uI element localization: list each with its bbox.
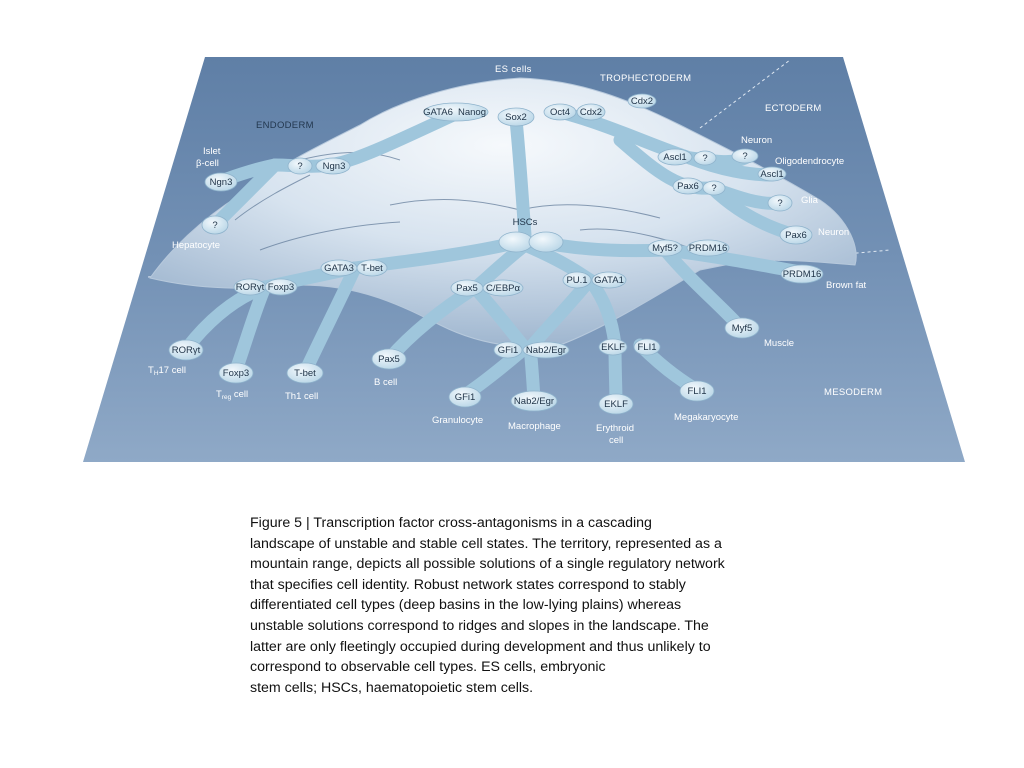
cell-treg-sub: reg [222, 394, 232, 401]
valley-channels [180, 105, 807, 409]
region-es-cells: ES cells [495, 64, 532, 75]
cell-th17: TH17 cell [148, 365, 186, 377]
factor-labels: GATA6 Nanog Sox2 Oct4 Cdx2 Cdx2 ? Ngn3 N… [172, 96, 822, 410]
factor-gata1: GATA1 [594, 275, 624, 286]
cell-treg-prefix: T [216, 389, 222, 400]
cell-th17-sub: H [154, 370, 159, 377]
factor-eklf-mid: EKLF [601, 342, 625, 353]
cell-treg: Treg cell [216, 389, 248, 401]
factor-nab2: Nab2/Egr [514, 396, 554, 407]
cell-megakaryocyte: Megakaryocyte [674, 412, 738, 423]
cell-muscle: Muscle [764, 338, 794, 349]
region-ectoderm: ECTODERM [765, 103, 822, 114]
factor-fli1: FLI1 [687, 386, 706, 397]
caption-line: latter are only fleetingly occupied duri… [250, 638, 711, 655]
factor-rorgt-top: RORγt [236, 282, 265, 293]
factor-nanog: Nanog [458, 107, 486, 118]
caption-line: mountain range, depicts all possible sol… [250, 556, 725, 573]
factor-ngn3-left: Ngn3 [210, 177, 233, 188]
factor-eklf: EKLF [604, 399, 628, 410]
cell-treg-suffix: cell [231, 389, 248, 400]
cell-b-cell: B cell [374, 377, 397, 388]
caption-line: unstable solutions correspond to ridges … [250, 617, 709, 634]
factor-pu1: PU.1 [566, 275, 587, 286]
cell-glia: Glia [801, 195, 819, 206]
cell-type-labels: Islet β-cell Hepatocyte Neuron Oligodend… [148, 135, 866, 446]
cell-erythroid-line2: cell [609, 435, 623, 446]
factor-myf5q: Myf5? [652, 243, 678, 254]
cell-granulocyte: Granulocyte [432, 415, 483, 426]
factor-myf5: Myf5 [732, 323, 753, 334]
cell-th17-suffix: 17 cell [159, 365, 186, 376]
cell-islet-line1: Islet [203, 146, 221, 157]
caption-line: that specifies cell identity. Robust net… [250, 576, 686, 593]
cell-th17-prefix: T [148, 365, 154, 376]
factor-gata3: GATA3 [324, 263, 354, 274]
factor-foxp3: Foxp3 [223, 368, 249, 379]
cell-neuron-top: Neuron [741, 135, 772, 146]
factor-pax6-mid: Pax6 [677, 181, 699, 192]
factor-q-ecto1: ? [702, 153, 707, 164]
cell-neuron: Neuron [818, 227, 849, 238]
factor-prdm16-right: PRDM16 [783, 269, 822, 280]
factor-tbet: T-bet [294, 368, 316, 379]
caption-line: stem cells; HSCs, haematopoietic stem ce… [250, 679, 534, 696]
factor-ascl1-right: Ascl1 [760, 169, 783, 180]
factor-cebpa: C/EBPα [486, 283, 521, 294]
caption-line: Figure 5 | Transcription factor cross-an… [250, 515, 652, 531]
cell-hepatocyte: Hepatocyte [172, 240, 220, 251]
cell-oligodendrocyte: Oligodendrocyte [775, 156, 844, 167]
factor-fli1-mid: FLI1 [637, 342, 656, 353]
factor-foxp3-top: Foxp3 [268, 282, 294, 293]
region-endoderm: ENDODERM [256, 120, 314, 131]
figure-caption: Figure 5 | Transcription factor cross-an… [250, 513, 790, 698]
caption-line: differentiated cell types (deep basins i… [250, 597, 682, 614]
factor-rorgt: RORγt [172, 345, 201, 356]
factor-prdm16-top: PRDM16 [689, 243, 728, 254]
region-trophectoderm: TROPHECTODERM [600, 73, 691, 84]
factor-pax5: Pax5 [378, 354, 400, 365]
factor-q-ecto2: ? [742, 151, 747, 162]
factor-pax5-top: Pax5 [456, 283, 478, 294]
factor-cdx2-a: Cdx2 [580, 107, 602, 118]
factor-sox2: Sox2 [505, 112, 527, 123]
cell-macrophage: Macrophage [508, 421, 561, 432]
cell-islet-line2: β-cell [196, 158, 219, 169]
factor-gata6: GATA6 [423, 107, 453, 118]
factor-nab2-mid: Nab2/Egr [526, 345, 566, 356]
region-mesoderm: MESODERM [824, 387, 882, 398]
factor-gfi1-mid: GFi1 [498, 345, 519, 356]
factor-q-ecto3: ? [711, 183, 716, 194]
factor-hscs: HSCs [513, 217, 538, 228]
factor-tbet-top: T-bet [361, 263, 383, 274]
factor-cdx2-b: Cdx2 [631, 96, 653, 107]
cell-th1: Th1 cell [285, 391, 318, 402]
cell-brown-fat: Brown fat [826, 280, 866, 291]
factor-q-hepatocyte: ? [212, 220, 217, 231]
factor-ngn3-top: Ngn3 [323, 161, 346, 172]
cell-erythroid-line1: Erythroid [596, 423, 634, 434]
factor-nodes [168, 93, 824, 415]
landscape-figure: ES cells TROPHECTODERM ECTODERM ENDODERM… [83, 57, 965, 462]
caption-line: landscape of unstable and stable cell st… [250, 535, 722, 552]
caption-line: correspond to observable cell types. ES … [250, 659, 606, 676]
factor-oct4: Oct4 [550, 107, 570, 118]
factor-q-endoderm: ? [297, 161, 302, 172]
factor-q-glia: ? [777, 198, 782, 209]
factor-ascl1-top: Ascl1 [663, 152, 686, 163]
factor-pax6-right: Pax6 [785, 230, 807, 241]
factor-gfi1: GFi1 [455, 392, 476, 403]
